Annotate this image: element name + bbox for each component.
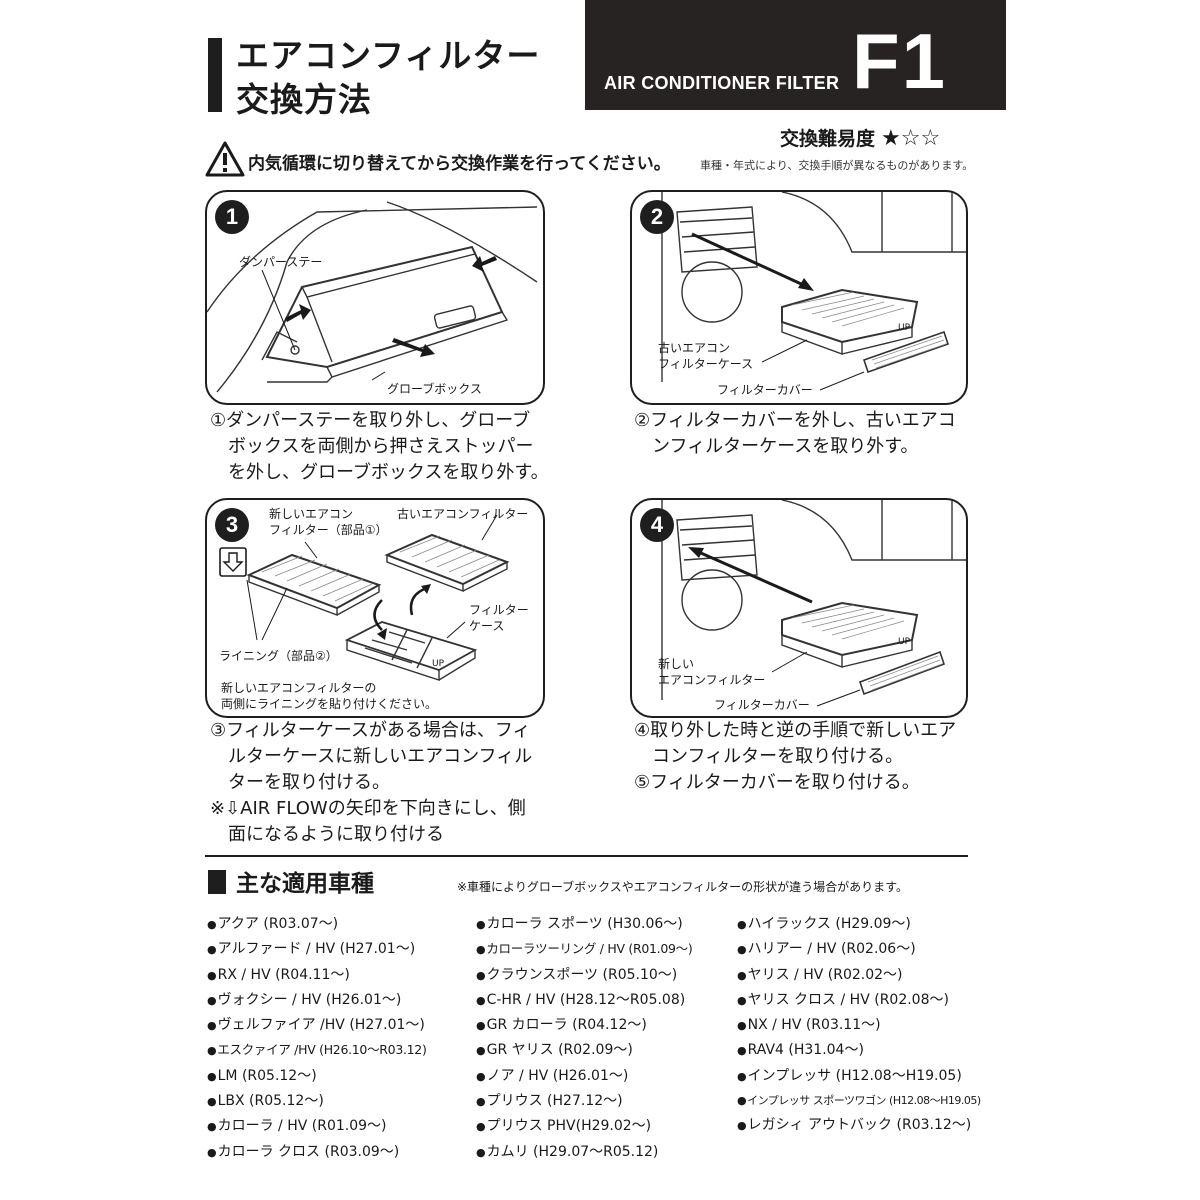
new-filter-label: 新しいエアコン フィルター（部品①）: [269, 507, 388, 537]
old-case-label: 古いエアコン フィルターケース: [658, 341, 754, 371]
model-item: C-HR / HV (H28.12〜R05.08): [476, 988, 692, 1013]
old-filter-label: 古いエアコンフィルター: [397, 507, 529, 521]
step-1-number: 1: [215, 200, 249, 234]
model-item: カローラ / HV (R01.09〜): [207, 1114, 427, 1139]
step-4-instruction: ④取り外した時と逆の手順で新しいエア コンフィルターを取り付ける。 ⑤フィルター…: [634, 720, 957, 793]
warning-text: 内気循環に切り替えてから交換作業を行ってください。: [248, 154, 671, 174]
model-item: カローラ クロス (R03.09〜): [207, 1140, 427, 1165]
up-label: UP: [898, 323, 911, 333]
models-section-note: ※車種によりグローブボックスやエアコンフィルターの形状が違う場合があります。: [457, 880, 908, 894]
model-item: カローラ スポーツ (H30.06〜): [476, 912, 692, 937]
lining-note: 新しいエアコンフィルターの 両側にライニングを貼り付けください。: [221, 681, 438, 711]
model-item: クラウンスポーツ (R05.10〜): [476, 963, 692, 988]
down-arrow-icon: [219, 547, 247, 577]
step-4-number: 4: [640, 508, 674, 542]
up-label: UP: [432, 659, 445, 669]
model-item: NX / HV (R03.11〜): [737, 1013, 981, 1038]
filter-assembly-drawing: [219, 514, 510, 681]
lining-label: ライニング（部品②）: [219, 649, 338, 663]
new-filter-label: 新しい エアコンフィルター: [658, 657, 766, 687]
model-item: GR ヤリス (R02.09〜): [476, 1038, 692, 1063]
filter-cover-label: フィルターカバー: [714, 698, 810, 712]
damper-label: ダンパーステー: [239, 255, 323, 269]
step-1-illustration: 1 ダンパーステー グローブボックス: [205, 190, 545, 405]
model-item: LBX (R05.12〜): [207, 1089, 427, 1114]
step-1-instruction: ①ダンパーステーを取り外し、グローブ ボックスを両側から押さえストッパー を外し…: [210, 410, 549, 483]
model-item: エスクァイア /HV (H26.10〜R03.12): [207, 1038, 427, 1063]
step-4-illustration: 4 UP 新しい エアコンフィルター フィルターカバー: [630, 498, 968, 718]
step-2-number: 2: [640, 200, 674, 234]
filter-case-label: フィルター ケース: [469, 603, 529, 633]
page-title-line1: エアコンフィルター: [236, 36, 541, 75]
model-item: アクア (R03.07〜): [207, 912, 427, 937]
product-code-banner: [585, 0, 1006, 110]
difficulty-label: 交換難易度: [780, 128, 876, 150]
model-item: RX / HV (R04.11〜): [207, 963, 427, 988]
glovebox-drawing: [207, 201, 538, 393]
glovebox-label: グローブボックス: [387, 382, 482, 396]
product-subtitle: AIR CONDITIONER FILTER: [604, 73, 840, 93]
model-item: RAV4 (H31.04〜): [737, 1038, 981, 1063]
model-item: カローラツーリング / HV (R01.09〜): [476, 937, 692, 962]
filter-cover-label: フィルターカバー: [717, 383, 813, 397]
models-column-3: ハイラックス (H29.09〜) ハリアー / HV (R02.06〜) ヤリス…: [737, 912, 981, 1139]
model-item: カムリ (H29.07〜R05.12): [476, 1140, 692, 1165]
up-label: UP: [898, 637, 911, 647]
models-column-1: アクア (R03.07〜) アルファード / HV (H27.01〜) RX /…: [207, 912, 427, 1165]
model-item: インプレッサ (H12.08〜H19.05): [737, 1064, 981, 1089]
model-item: ハイラックス (H29.09〜): [737, 912, 981, 937]
model-item: ヤリス クロス / HV (R02.08〜): [737, 988, 981, 1013]
warning-icon: [205, 141, 245, 177]
model-item: アルファード / HV (H27.01〜): [207, 937, 427, 962]
step-3-instruction: ③フィルターケースがある場合は、フィ ルターケースに新しいエアコンフィル ターを…: [210, 720, 533, 845]
product-code: F1: [852, 17, 948, 105]
model-item: プリウス (H27.12〜): [476, 1089, 692, 1114]
model-item: インプレッサ スポーツワゴン (H12.08〜H19.05): [737, 1089, 981, 1113]
model-item: ノア / HV (H26.01〜): [476, 1064, 692, 1089]
difficulty-rating: 交換難易度★☆☆: [780, 124, 940, 151]
step-2-instruction: ②フィルターカバーを外し、古いエアコ ンフィルターケースを取り外す。: [634, 410, 956, 457]
section-accent-bar: [208, 870, 226, 894]
models-column-2: カローラ スポーツ (H30.06〜) カローラツーリング / HV (R01.…: [476, 912, 692, 1165]
model-item: ヴェルファイア /HV (H27.01〜): [207, 1013, 427, 1038]
models-section-title: 主な適用車種: [236, 871, 374, 897]
model-item: GR カローラ (R04.12〜): [476, 1013, 692, 1038]
page-title-line2: 交換方法: [236, 80, 372, 119]
title-accent-bar: [208, 38, 222, 112]
step-2-illustration: 2 UP 古いエアコン フィルターケース フィルターカバー: [630, 190, 968, 405]
step-3-illustration: 3 新しいエアコン フィルター（部品①） 古いエアコンフィルター フィルター ケ…: [205, 498, 545, 718]
section-divider: [205, 855, 968, 857]
page-title: エアコンフィルター 交換方法: [236, 34, 540, 122]
model-item: プリウス PHV(H29.02〜): [476, 1114, 692, 1139]
model-item: ヤリス / HV (R02.02〜): [737, 963, 981, 988]
model-item: LM (R05.12〜): [207, 1064, 427, 1089]
difficulty-stars: ★☆☆: [881, 126, 941, 151]
model-item: ヴォクシー / HV (H26.01〜): [207, 988, 427, 1013]
filter-removal-drawing: [661, 192, 966, 391]
procedure-note: 車種・年式により、交換手順が異なるものがあります。: [700, 159, 974, 172]
filter-install-drawing: [661, 500, 966, 707]
model-item: ハリアー / HV (R02.06〜): [737, 937, 981, 962]
model-item: レガシィ アウトバック (R03.12〜): [737, 1113, 981, 1138]
step-3-number: 3: [215, 508, 249, 542]
